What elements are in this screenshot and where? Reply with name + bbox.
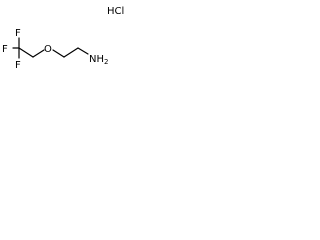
fluorine-atom-bottom: F [15,60,21,71]
amine-nh-label: NH [89,54,104,65]
bond-c4-n [77,47,89,55]
amine-subscript: 2 [104,58,108,66]
bond-c1-c2 [18,47,34,58]
amine-group-label: NH2 [89,54,108,66]
bond-c3-c4 [63,47,79,58]
bond-o-c3 [52,49,65,58]
fluorine-atom-top: F [15,28,21,39]
chemical-structure-diagram: F F F O NH2 HCl [2,6,124,71]
oxygen-atom: O [44,44,52,55]
fluorine-atom-left: F [2,44,8,55]
bond-c2-o [32,49,45,58]
hydrochloride-salt-label: HCl [107,6,124,17]
